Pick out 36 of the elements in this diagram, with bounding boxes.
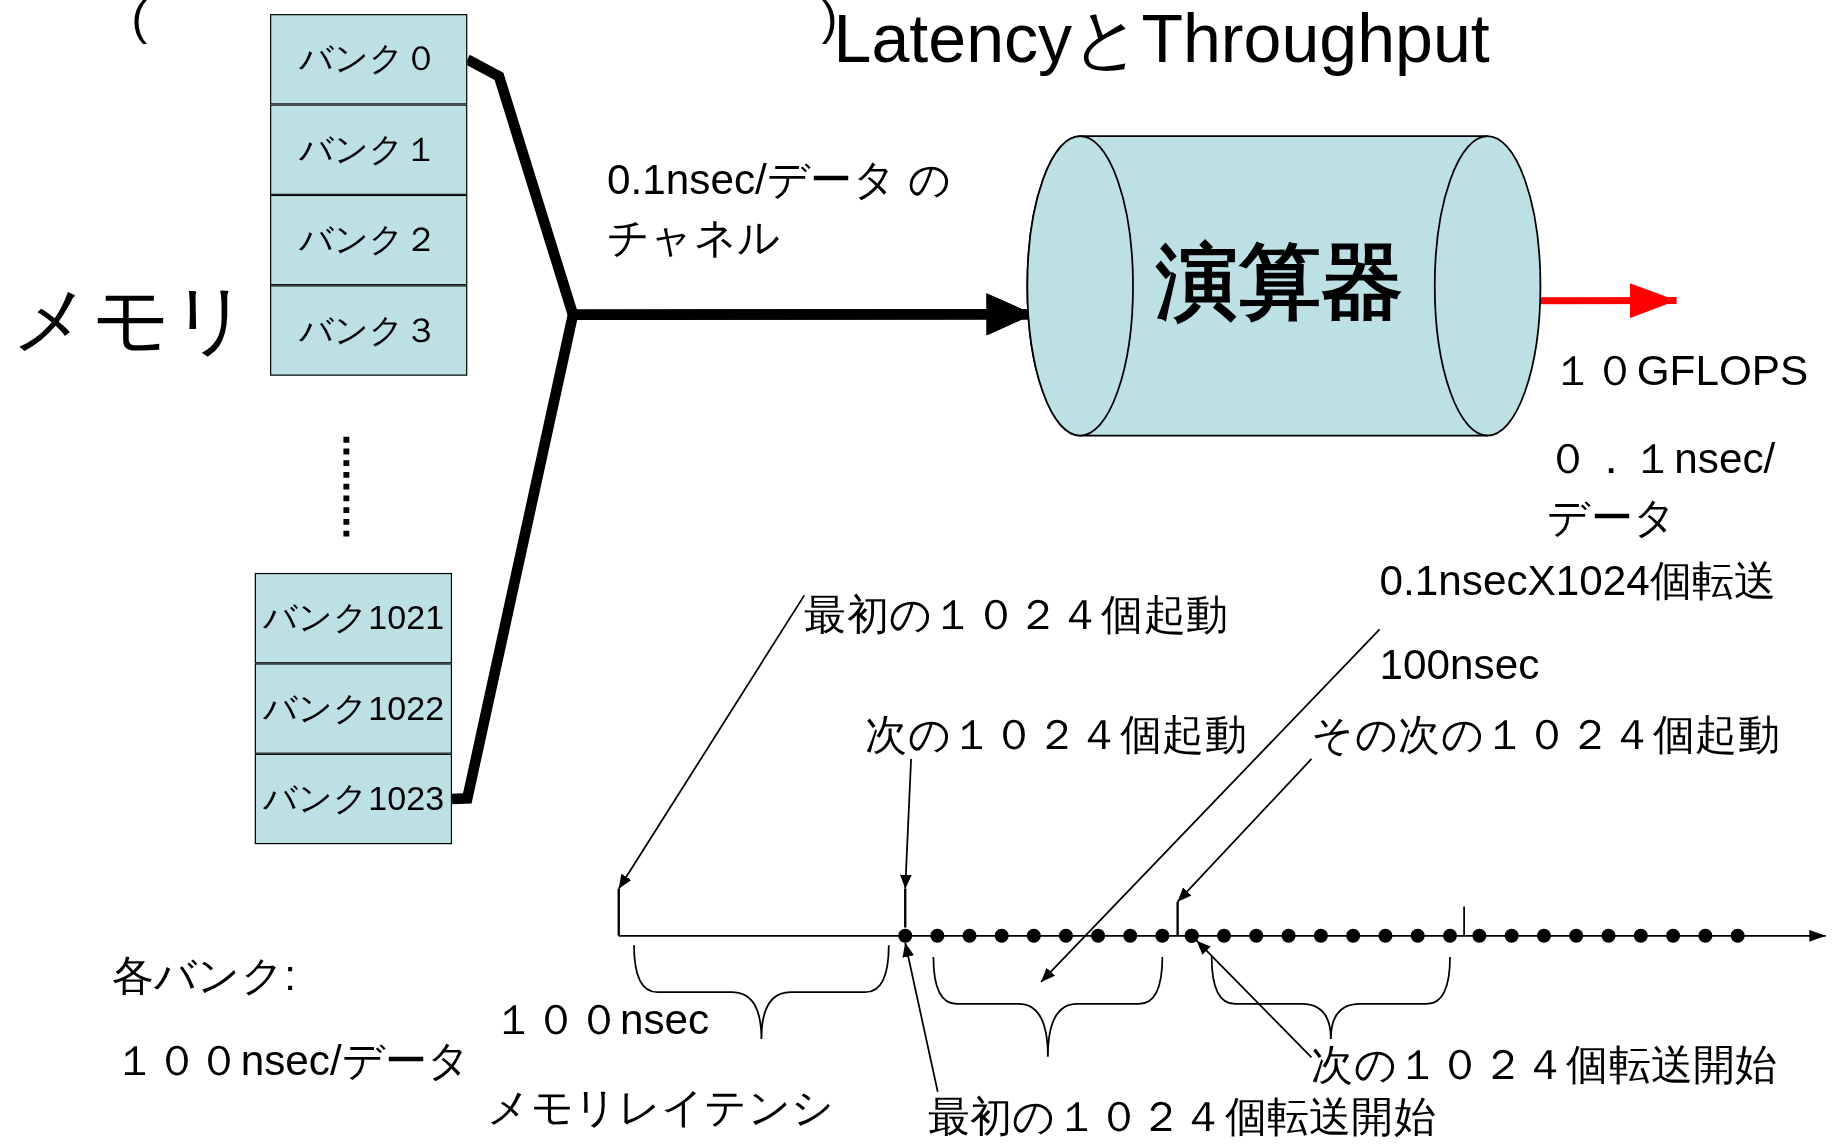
arrow — [900, 758, 912, 890]
brace-label: １００nsec — [493, 995, 710, 1045]
callout-text: 0.1nsecX1024個転送 — [1379, 556, 1777, 606]
spec-text: １０GFLOPS — [1552, 346, 1809, 395]
arrow — [1195, 939, 1313, 1059]
note-text: １００nsec/データ — [113, 1036, 471, 1086]
side-heading: メモリ — [11, 275, 252, 365]
bracket-text: ( — [131, 0, 148, 45]
note-text: 各バンク: — [111, 951, 296, 1000]
dot-marker — [898, 928, 913, 943]
memory-bank-box: バンク1022 — [254, 663, 453, 754]
tick-mark — [1176, 901, 1179, 936]
callout-text: その次の１０２４個起動 — [1311, 710, 1780, 759]
callout-text: 最初の１０２４個転送開始 — [927, 1091, 1436, 1141]
memory-bank-box: バンク３ — [270, 285, 468, 376]
arrow — [902, 941, 939, 1093]
arrow — [1176, 758, 1313, 903]
tick-mark — [904, 888, 907, 928]
brace-label: メモリレイテンシ — [487, 1083, 835, 1133]
memory-bank-box: バンク２ — [270, 194, 468, 286]
memory-bank-box: バンク０ — [270, 14, 468, 105]
memory-bank-box: バンク1023 — [254, 753, 453, 845]
edge-label: 0.1nsec/データ のチャネル — [607, 154, 953, 265]
callout-text: 最初の１０２４個起動 — [804, 590, 1229, 640]
callout-text: 次の１０２４個起動 — [865, 710, 1247, 759]
callout-text: 100nsec — [1379, 640, 1541, 689]
arrow — [1040, 628, 1381, 983]
callout-text: 次の１０２４個転送開始 — [1311, 1040, 1778, 1089]
brace — [932, 956, 1164, 1058]
arrow — [617, 594, 806, 890]
bracket-text: ) — [821, 0, 838, 45]
spec-text: ０．１nsec/ データ — [1547, 433, 1777, 544]
memory-bank-box: バンク1021 — [254, 572, 453, 664]
memory-bank-box: バンク１ — [270, 104, 468, 195]
tick-mark — [617, 888, 620, 936]
unit-label: 演算器 — [1156, 240, 1404, 323]
